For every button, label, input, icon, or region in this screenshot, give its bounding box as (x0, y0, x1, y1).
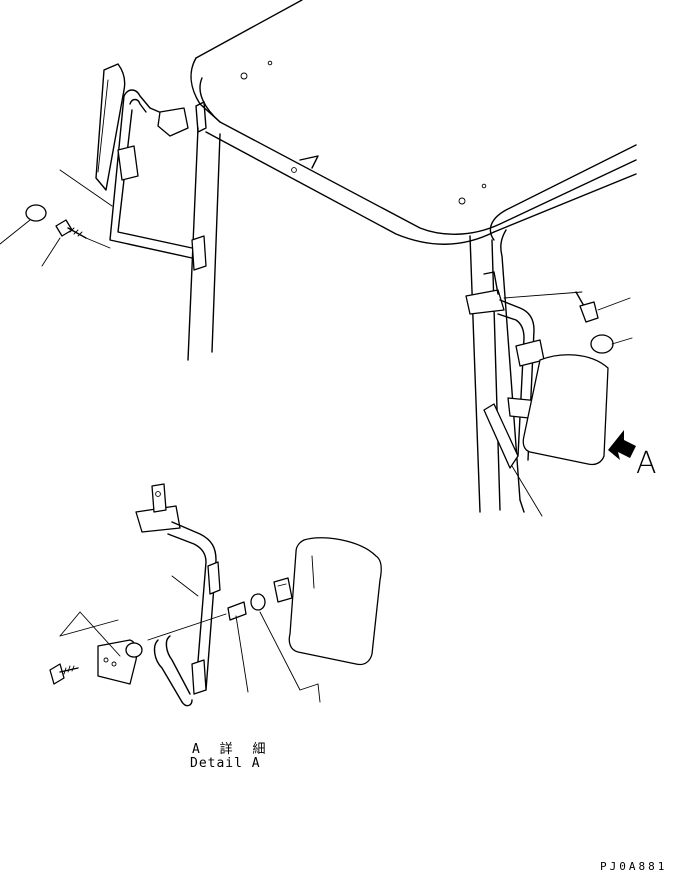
detail-caption-english: Detail A (190, 756, 261, 771)
left-mirror-stay (59, 89, 207, 271)
detail-a-bracket-and-bolt (49, 611, 143, 685)
detail-a-stay (135, 483, 221, 707)
drawing-number: PJ0A881 (600, 860, 668, 873)
callout-letter: A (636, 446, 657, 481)
cab-roof (190, 0, 637, 245)
detail-a-mirror (273, 537, 382, 666)
right-mirror (522, 354, 609, 466)
detail-a-pin-and-bushing (147, 593, 321, 703)
right-door-frame (469, 229, 525, 513)
right-bolt-and-cap (503, 291, 633, 354)
detail-caption-japanese: A 詳 細 (192, 742, 272, 757)
left-door-frame (95, 63, 221, 361)
left-bolt-and-cap (0, 204, 111, 267)
view-arrow (608, 430, 636, 460)
